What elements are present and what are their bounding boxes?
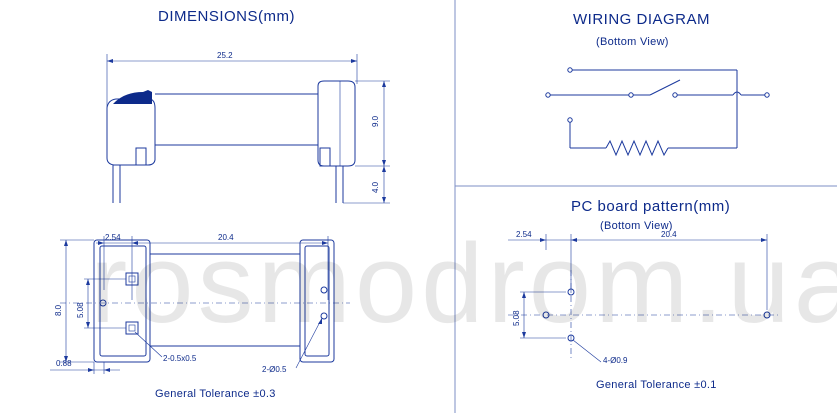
- pcb-row-spacing-label: 5.08: [512, 310, 521, 326]
- height-pin-label: 4.0: [371, 181, 380, 193]
- pcb-tolerance-note: General Tolerance ±0.1: [596, 379, 717, 391]
- pcb-title: PC board pattern(mm): [571, 198, 731, 215]
- pin-square-label: 2-0.5x0.5: [163, 354, 197, 363]
- width-label: 8.0: [54, 304, 63, 316]
- dimensions-title: DIMENSIONS(mm): [158, 8, 295, 25]
- tolerance-note: General Tolerance ±0.3: [155, 388, 276, 400]
- pcb-holes-label: 4-Ø0.9: [603, 356, 628, 365]
- height-body-label: 9.0: [371, 115, 380, 127]
- side-view: [106, 54, 390, 204]
- pcb-pitch-a-label: 2.54: [516, 230, 532, 239]
- wiring-view-label: (Bottom View): [596, 36, 669, 48]
- pcb-view-label: (Bottom View): [600, 220, 673, 232]
- row-spacing-label: 5.08: [76, 302, 85, 318]
- watermark: rosmodrom.ua: [90, 221, 837, 346]
- wiring-schematic: [545, 67, 770, 157]
- polarity-mark: [113, 90, 152, 104]
- pitch-b-label: 20.4: [218, 233, 234, 242]
- pitch-a-label: 2.54: [105, 233, 121, 242]
- offset-label: 0.88: [56, 359, 72, 368]
- wiring-title: WIRING DIAGRAM: [573, 11, 710, 28]
- bottom-view: [50, 236, 350, 374]
- pcb-pattern: [508, 234, 780, 363]
- length-label: 25.2: [217, 51, 233, 60]
- pcb-pitch-b-label: 20.4: [661, 230, 677, 239]
- pin-round-label: 2-Ø0.5: [262, 365, 287, 374]
